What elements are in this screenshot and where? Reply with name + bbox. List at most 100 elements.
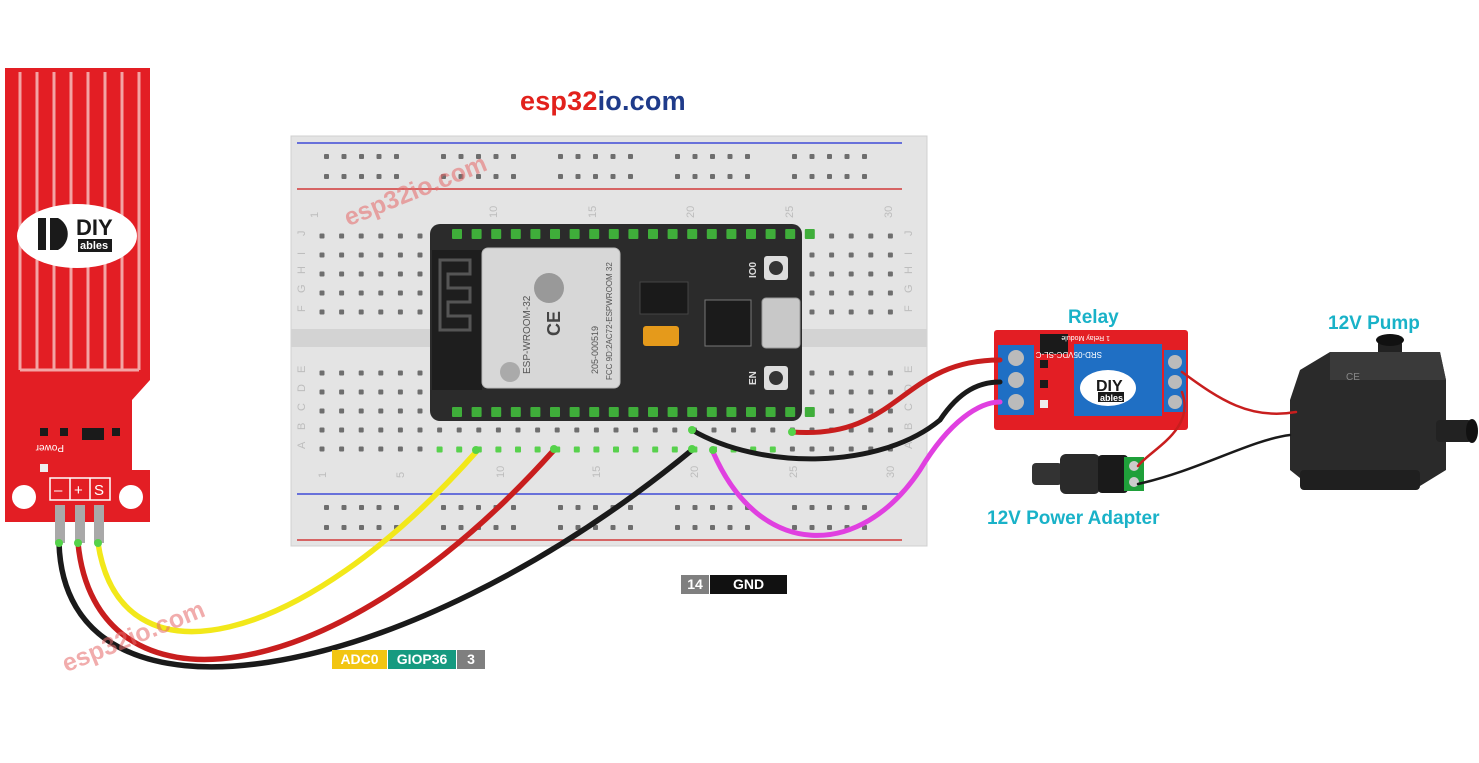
wire-relay-vcc [789, 357, 1003, 436]
sensor-power-label: Power [35, 442, 64, 453]
svg-text:DIY: DIY [1096, 378, 1123, 395]
rail-hole [809, 174, 815, 179]
terminal-hole [731, 427, 737, 433]
terminal-hole [515, 427, 521, 433]
sensor-power-led-icon [40, 464, 48, 472]
esp32-pin [706, 229, 717, 239]
terminal-hole [495, 427, 501, 433]
rail-hole [610, 154, 616, 159]
rail-hole [675, 154, 680, 159]
esp32-pin [550, 407, 560, 417]
active-hole [632, 446, 639, 453]
esp32-pin [530, 229, 541, 239]
terminal-hole [633, 427, 639, 433]
rail-hole [862, 174, 867, 179]
terminal-hole [848, 290, 854, 296]
svg-text:F: F [903, 305, 915, 312]
water-pump: CE [1290, 334, 1478, 490]
active-hole [769, 446, 776, 453]
terminal-hole [339, 290, 345, 296]
rail-hole [511, 505, 516, 510]
wire-signal-yellow [95, 449, 479, 635]
terminal-hole [358, 271, 364, 277]
esp32-header-pins [452, 229, 815, 417]
svg-text:20: 20 [689, 466, 701, 478]
pump-label: 12V Pump [1328, 313, 1420, 334]
rail-hole [710, 505, 715, 510]
terminal-hole [397, 389, 403, 395]
svg-text:B: B [296, 423, 308, 430]
rail-hole [745, 154, 750, 159]
terminal-hole [378, 408, 384, 414]
svg-text:1: 1 [317, 472, 329, 478]
svg-text:20: 20 [685, 206, 697, 218]
active-hole [671, 446, 678, 453]
rail-hole [692, 525, 698, 530]
terminal-hole [319, 389, 325, 395]
ce-mark-icon: CE [544, 311, 564, 336]
relay-model-text: SRD-05VDC-SL-C [1036, 350, 1102, 359]
terminal-hole [868, 252, 874, 258]
esp32-pin [608, 407, 619, 417]
rail-hole [458, 174, 464, 179]
rail-hole [628, 174, 633, 179]
sensor-pin-plus [75, 505, 85, 543]
esp32-pin [491, 407, 502, 417]
svg-text:ables: ables [1100, 393, 1123, 403]
esp32-pin [510, 407, 521, 417]
terminal-hole [319, 370, 325, 376]
rail-hole [628, 525, 633, 530]
rail-hole [458, 525, 464, 530]
pin-label-giop36: GIOP36 [388, 650, 456, 669]
terminal-hole [613, 427, 619, 433]
terminal-hole [770, 427, 776, 433]
terminal-hole [358, 309, 364, 315]
rail-hole [441, 505, 446, 510]
terminal-hole [319, 309, 325, 315]
rail-hole [575, 154, 581, 159]
terminal-hole [887, 309, 893, 315]
terminal-hole [378, 309, 384, 315]
rail-hole [727, 174, 733, 179]
esp32-pin [569, 407, 580, 417]
rail-hole [341, 525, 347, 530]
terminal-hole [339, 370, 345, 376]
terminal-hole [809, 252, 815, 258]
rail-hole [692, 505, 698, 510]
esp32-pin [648, 229, 658, 239]
terminal-hole [848, 370, 854, 376]
terminal-hole [319, 290, 325, 296]
terminal-hole [319, 252, 325, 258]
terminal-hole [378, 446, 384, 452]
terminal-hole [397, 233, 403, 239]
terminal-hole [868, 408, 874, 414]
terminal-hole [868, 271, 874, 277]
rail-hole [575, 525, 581, 530]
rail-hole [792, 154, 797, 159]
relay-label: Relay [1068, 307, 1119, 328]
active-hole [593, 446, 600, 453]
rail-hole [394, 505, 399, 510]
svg-text:C: C [296, 403, 308, 411]
site-title-part2: io.com [597, 86, 686, 116]
terminal-hole [809, 446, 815, 452]
terminal-hole [848, 271, 854, 277]
svg-text:F: F [296, 305, 308, 312]
terminal-hole [397, 408, 403, 414]
rail-hole [710, 525, 715, 530]
rail-hole [376, 154, 382, 159]
esp32-pin [785, 229, 796, 239]
terminal-hole [574, 427, 580, 433]
sensor-pin-s-label: S [94, 482, 104, 499]
svg-text:E: E [296, 366, 308, 373]
rail-hole [827, 154, 832, 159]
svg-text:G: G [903, 284, 915, 293]
terminal-hole [809, 389, 815, 395]
rail-hole [792, 174, 797, 179]
terminal-hole [339, 446, 345, 452]
svg-text:10: 10 [495, 466, 507, 478]
wires [56, 357, 1298, 670]
rail-hole [727, 154, 733, 159]
rail-hole [827, 174, 832, 179]
rail-hole [476, 154, 481, 159]
